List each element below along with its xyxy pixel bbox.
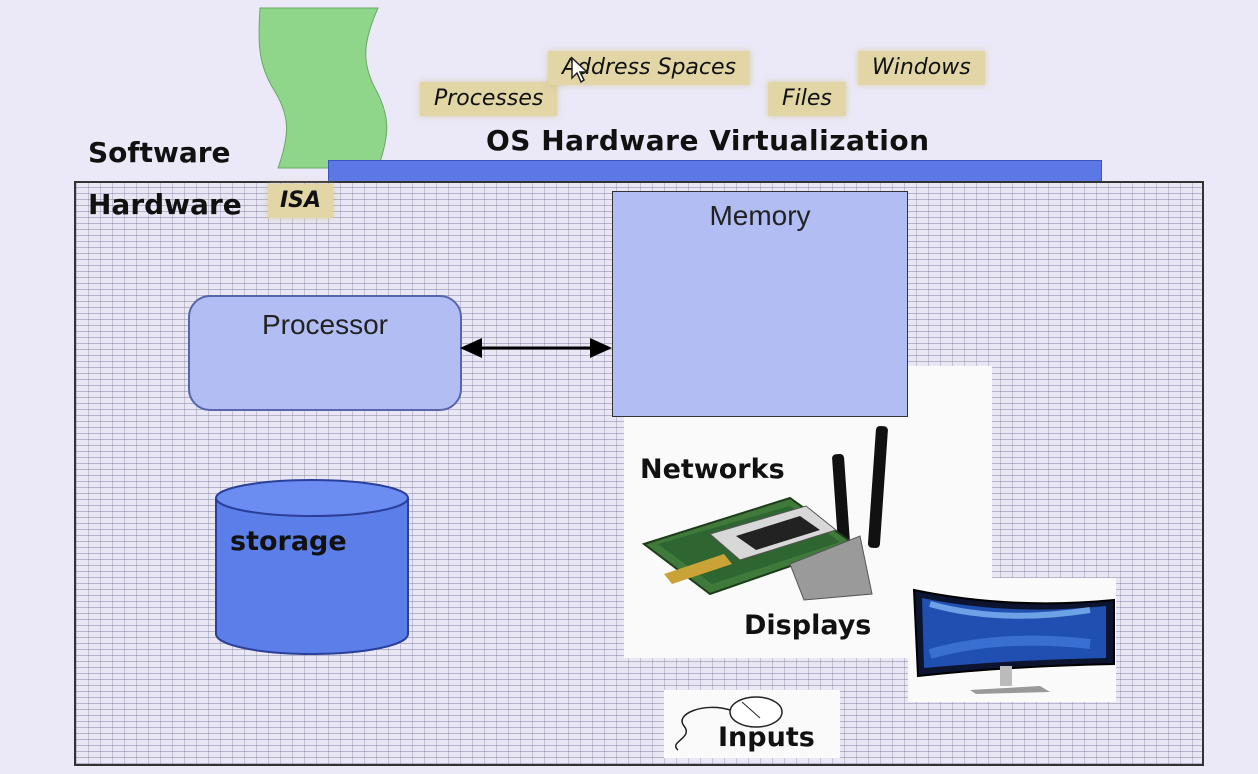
mouse-icon — [675, 696, 783, 751]
memory-box: Memory — [612, 191, 908, 417]
displays-label: Displays — [744, 610, 872, 641]
processor-box: Processor — [188, 295, 462, 411]
software-label: Software — [88, 136, 231, 169]
software-shape — [258, 7, 388, 169]
storage-label: storage — [230, 526, 347, 557]
windows-tag: Windows — [858, 51, 985, 85]
processor-memory-arrow — [460, 338, 612, 358]
processor-label: Processor — [261, 309, 389, 340]
processes-tag: Processes — [420, 82, 558, 116]
memory-label: Memory — [709, 200, 811, 231]
storage-cylinder — [215, 479, 409, 655]
network-card-icon — [641, 425, 888, 601]
hardware-label: Hardware — [88, 188, 242, 221]
files-tag: Files — [768, 82, 846, 116]
isa-tag: ISA — [268, 184, 334, 218]
inputs-label: Inputs — [718, 722, 815, 753]
monitor-icon — [912, 588, 1115, 694]
os-virtualization-title: OS Hardware Virtualization — [486, 124, 930, 157]
cursor-icon — [571, 56, 589, 84]
networks-label: Networks — [640, 454, 785, 485]
